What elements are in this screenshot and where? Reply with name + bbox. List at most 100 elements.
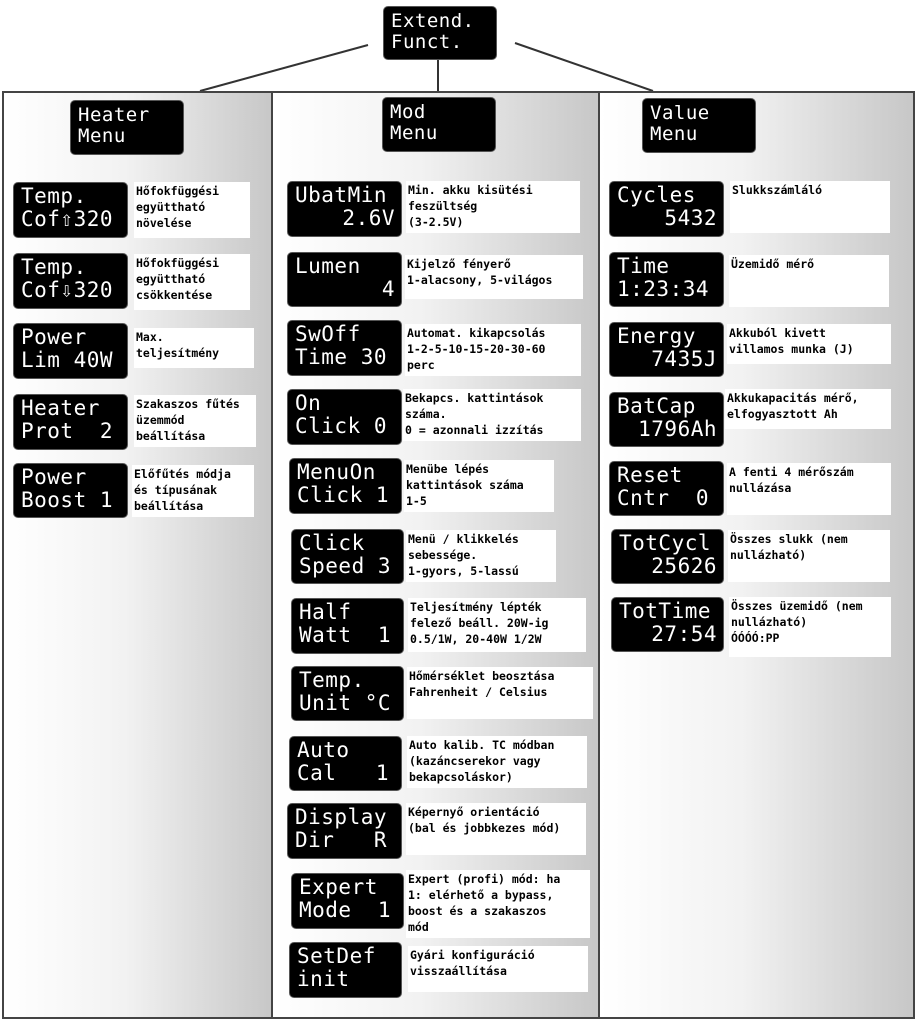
menu-display: Click Speed 3 (291, 529, 404, 584)
display-line-1: TotCycl (619, 531, 712, 555)
display-line-1: BatCap (617, 394, 696, 418)
heater-menu-header: Heater Menu (70, 100, 184, 155)
menu-description: Előfűtés módja és típusának beállítása (132, 465, 254, 517)
mod-menu-header: Mod Menu (382, 97, 496, 152)
display-line-1: Auto (297, 738, 350, 762)
display-line-2: Prot 2 (21, 419, 114, 443)
menu-description: A fenti 4 mérőszám nullázása (727, 463, 891, 515)
menu-description: Slukkszámláló (730, 181, 890, 233)
menu-display: Energy 7435J (609, 322, 724, 377)
display-line-2: Funct. (391, 31, 463, 53)
display-line-1: Click (299, 531, 365, 555)
header-line-2: Menu (650, 123, 698, 145)
display-line-1: Extend. (391, 10, 475, 32)
menu-display: Temp. Cof⇩320 (13, 253, 128, 309)
display-line-1: On (295, 391, 322, 415)
display-line-1: Reset (617, 463, 683, 487)
menu-display: MenuOn Click 1 (289, 458, 402, 514)
display-line-2: Unit °C (299, 691, 392, 715)
menu-description: Bekapcs. kattintások száma. 0 = azonnali… (403, 389, 581, 441)
menu-display: UbatMin 2.6V (287, 181, 402, 237)
menu-display: Display Dir R (287, 803, 402, 859)
display-line-1: SetDef (297, 944, 376, 968)
display-line-1: Temp. (299, 668, 365, 692)
display-line-2: Speed 3 (299, 554, 392, 578)
display-line-2: Mode 1 (299, 898, 392, 922)
menu-description: Menübe lépés kattintások száma 1-5 (404, 460, 554, 512)
display-line-1: Lumen (295, 254, 361, 278)
menu-description: Gyári konfiguráció visszaállítása (408, 946, 588, 992)
menu-display: SwOff Time 30 (287, 320, 402, 376)
menu-display: Power Boost 1 (13, 463, 128, 518)
menu-description: Automat. kikapcsolás 1-2-5-10-15-20-30-6… (405, 324, 581, 376)
connector-right (514, 42, 654, 92)
menu-description: Hőmérséklet beosztása Fahrenheit / Celsi… (407, 667, 593, 719)
menu-display: Lumen 4 (287, 252, 402, 307)
menu-display: Time 1:23:34 (609, 252, 724, 307)
display-line-2: 1796Ah (638, 417, 717, 441)
menu-description: Szakaszos fűtés üzemmód beállítása (134, 395, 256, 447)
menu-display: Cycles 5432 (609, 181, 724, 237)
menu-description: Akkuból kivett villamos munka (J) (727, 324, 891, 364)
display-line-1: Temp. (21, 184, 87, 208)
value-menu-header: Value Menu (642, 98, 756, 153)
menu-description: Kijelző fényerő 1-alacsony, 5-világos (405, 255, 583, 299)
display-line-2: Time 30 (295, 345, 388, 369)
display-line-2: Click 1 (297, 483, 390, 507)
header-line-2: Menu (390, 122, 438, 144)
display-line-1: Power (21, 465, 87, 489)
header-line-2: Menu (78, 125, 126, 147)
display-line-2: Cof⇧320 (21, 207, 114, 231)
menu-description: Összes üzemidő (nem nullázható) ÓÓÓÓ:PP (729, 597, 891, 657)
display-line-2: Cof⇩320 (21, 278, 114, 302)
display-line-2: init (297, 967, 350, 991)
menu-description: Képernyő orientáció (bal és jobbkezes mó… (406, 803, 586, 855)
display-line-2: Dir R (295, 828, 388, 852)
menu-display: Temp. Cof⇧320 (13, 182, 128, 238)
display-line-1: Power (21, 325, 87, 349)
display-line-2: 1:23:34 (617, 277, 710, 301)
display-line-2: Cal 1 (297, 761, 390, 785)
menu-display: Power Lim 40W (13, 323, 128, 379)
display-line-2: 25626 (651, 554, 717, 578)
display-line-1: UbatMin (295, 183, 388, 207)
heater-menu-column (2, 91, 274, 1019)
display-line-2: Cntr 0 (617, 486, 710, 510)
menu-description: Min. akku kisütési feszültség (3-2.5V) (406, 181, 580, 233)
display-line-2: Lim 40W (21, 348, 114, 372)
menu-description: Teljesítmény lépték felező beáll. 20W-ig… (408, 598, 586, 652)
display-line-2: 4 (381, 277, 395, 301)
display-line-1: Time (617, 254, 670, 278)
menu-display: On Click 0 (287, 389, 402, 445)
header-line-1: Heater (78, 104, 150, 126)
menu-display: Heater Prot 2 (13, 394, 128, 450)
display-line-2: 27:54 (651, 622, 717, 646)
menu-description: Menü / klikkelés sebessége. 1-gyors, 5-l… (406, 530, 556, 582)
header-line-1: Value (650, 102, 710, 124)
menu-display: Temp. Unit °C (291, 666, 404, 721)
display-line-2: 7435J (651, 347, 717, 371)
display-line-2: Boost 1 (21, 488, 114, 512)
display-line-1: Heater (21, 396, 100, 420)
display-line-1: Expert (299, 875, 378, 899)
menu-description: Hőfokfüggési együttható növelése (134, 182, 250, 238)
display-line-2: Watt 1 (299, 623, 392, 647)
menu-display: Reset Cntr 0 (609, 461, 724, 516)
menu-display: SetDef init (289, 942, 402, 998)
display-line-1: Energy (617, 324, 696, 348)
display-line-1: SwOff (295, 322, 361, 346)
menu-description: Expert (profi) mód: ha 1: elérhető a byp… (406, 870, 590, 938)
display-line-2: 2.6V (342, 206, 395, 230)
header-line-1: Mod (390, 101, 426, 123)
menu-description: Auto kalib. TC módban (kazáncserekor vag… (407, 736, 587, 788)
display-line-1: TotTime (619, 599, 712, 623)
display-line-1: Cycles (617, 183, 696, 207)
connector-left (199, 44, 369, 92)
menu-description: Max. teljesítmény (134, 328, 254, 368)
display-line-2: Click 0 (295, 414, 388, 438)
extend-funct-display: Extend. Funct. (383, 6, 497, 60)
menu-display: TotTime 27:54 (611, 597, 724, 652)
menu-display: BatCap 1796Ah (609, 392, 724, 447)
display-line-1: Half (299, 600, 352, 624)
